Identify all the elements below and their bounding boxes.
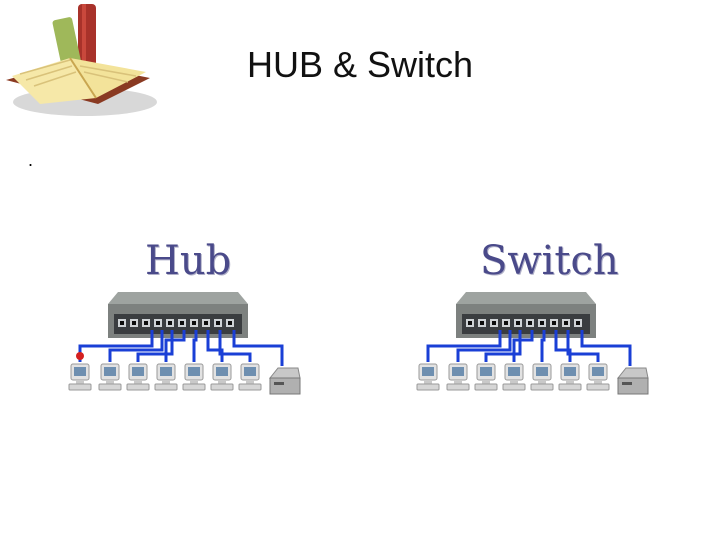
computer-icon xyxy=(474,363,498,391)
printer-icon xyxy=(269,367,301,395)
printer-icon xyxy=(617,367,649,395)
computer-icon xyxy=(530,363,554,391)
slide-title: HUB & Switch xyxy=(246,44,474,85)
switch-network xyxy=(416,292,649,395)
bullet-dot: . xyxy=(28,150,34,170)
computer-icon xyxy=(446,363,470,391)
computer-icon xyxy=(182,363,206,391)
computer-icon xyxy=(126,363,150,391)
switch-label: Switch xyxy=(480,238,619,284)
computer-icon xyxy=(502,363,526,391)
computer-icon xyxy=(238,363,262,391)
hub-network xyxy=(68,292,301,395)
switch-device-icon xyxy=(456,292,596,338)
computer-icon xyxy=(154,363,178,391)
computer-icon xyxy=(416,363,440,391)
computer-icon xyxy=(210,363,234,391)
hub-device-icon xyxy=(108,292,248,338)
computer-icon xyxy=(68,363,92,391)
hub-label: Hub xyxy=(145,238,232,284)
computer-icon xyxy=(558,363,582,391)
computer-icon xyxy=(586,363,610,391)
books-icon xyxy=(6,4,157,116)
computer-icon xyxy=(98,363,122,391)
